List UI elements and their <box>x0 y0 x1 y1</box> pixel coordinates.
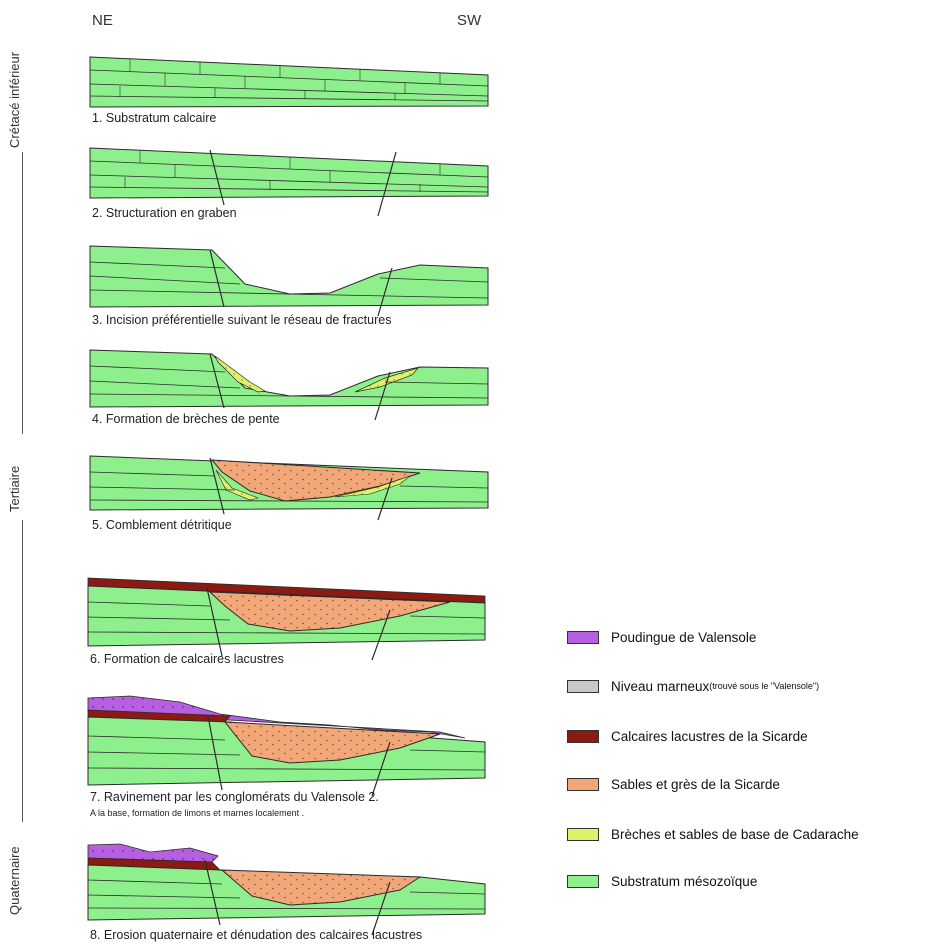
era-divider <box>22 152 23 434</box>
stage-5-label: 5. Comblement détritique <box>92 518 232 532</box>
legend-label: Substratum mésozoïque <box>611 873 758 889</box>
breches-swatch <box>567 827 599 841</box>
era-divider <box>22 520 23 822</box>
stage-6-section <box>87 577 486 661</box>
legend-item: Sables et grès de la Sicarde <box>567 775 780 793</box>
legend-label: Calcaires lacustres de la Sicarde <box>611 728 808 744</box>
sables-swatch <box>567 777 599 791</box>
stage-5-section <box>89 455 489 521</box>
poudingue-swatch <box>567 630 599 644</box>
stage-8-label: 8. Erosion quaternaire et dénudation des… <box>90 928 423 942</box>
orientation-sw: SW <box>457 12 482 29</box>
stage-1-section <box>89 56 489 108</box>
stage-4-section <box>89 349 489 421</box>
legend-label: Poudingue de Valensole <box>611 629 757 645</box>
stage-2-section <box>89 147 489 217</box>
legend-item: Calcaires lacustres de la Sicarde <box>567 727 808 745</box>
stage-2-label: 2. Structuration en graben <box>92 206 237 220</box>
legend-item: Substratum mésozoïque <box>567 872 757 890</box>
legend-item: Brèches et sables de base de Cadarache <box>567 825 859 843</box>
calcaires-swatch <box>567 729 599 743</box>
legend-item: Poudingue de Valensole <box>567 628 756 646</box>
legend-label: Niveau marneux <box>611 678 710 694</box>
marneux-swatch <box>567 679 599 693</box>
stage-7-section <box>87 695 486 797</box>
substratum-swatch <box>567 874 599 888</box>
stage-7-sublabel: A la base, formation de limons et marnes… <box>90 808 305 818</box>
stage-8-section <box>87 843 486 936</box>
legend-label: Sables et grès de la Sicarde <box>611 776 780 792</box>
stage-1-label: 1. Substratum calcaire <box>92 111 217 125</box>
stage-3-label: 3. Incision préférentielle suivant le ré… <box>92 313 392 327</box>
stage-3-section <box>89 245 489 317</box>
stage-6-label: 6. Formation de calcaires lacustres <box>90 652 284 666</box>
stage-7-label: 7. Ravinement par les conglomérats du Va… <box>90 790 379 804</box>
stage-4-label: 4. Formation de brèches de pente <box>92 412 280 426</box>
legend-label: Brèches et sables de base de Cadarache <box>611 826 859 842</box>
legend-note: (trouvé sous le "Valensole") <box>709 681 820 691</box>
orientation-ne: NE <box>92 12 113 29</box>
legend-item: Niveau marneux (trouvé sous le "Valensol… <box>567 677 819 695</box>
